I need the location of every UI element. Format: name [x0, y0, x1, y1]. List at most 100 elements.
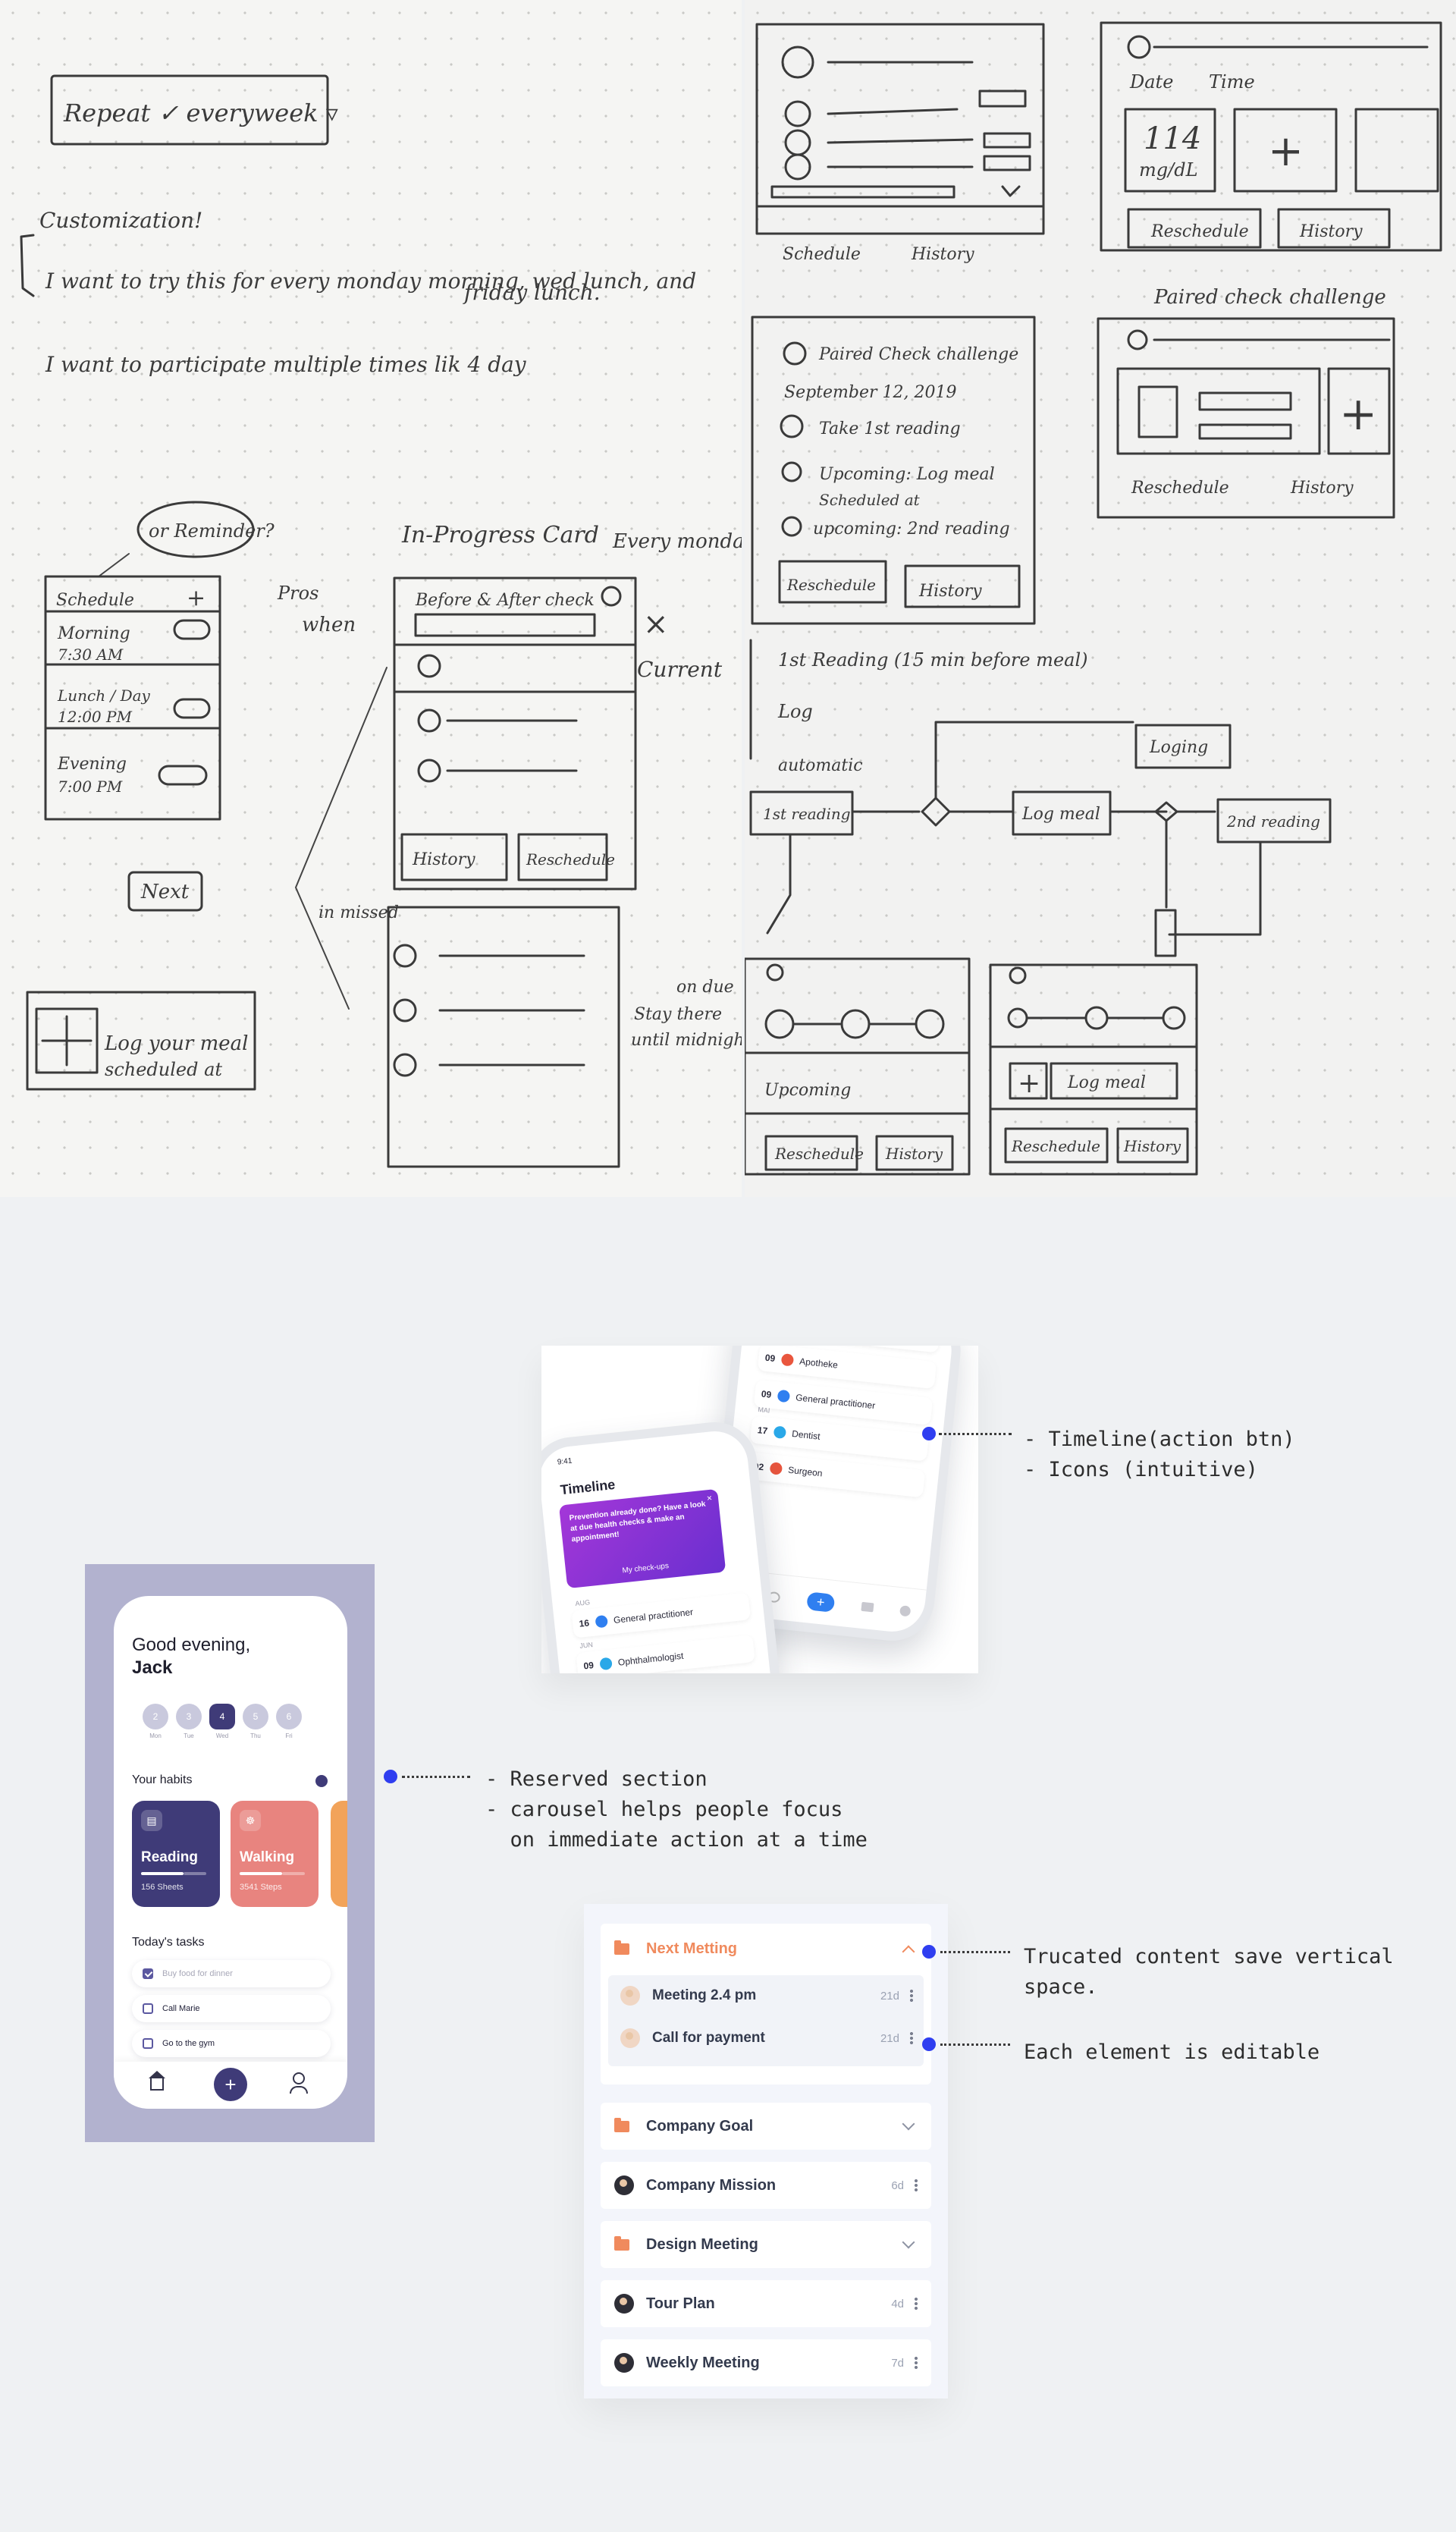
kebab-icon[interactable] [915, 2297, 918, 2311]
task-checkbox[interactable] [143, 2038, 153, 2049]
sketch-history-4: History [1290, 479, 1354, 498]
close-icon[interactable]: × [706, 1492, 713, 1504]
row-label: General practitioner [613, 1607, 694, 1626]
habit-name: Reading [141, 1849, 198, 1865]
meetings-annotation-dot-1 [922, 1945, 936, 1959]
sketch-upcoming-reading: upcoming: 2nd reading [813, 520, 1010, 539]
habits-annotation-leader [402, 1776, 470, 1778]
habits-note-3: on immediate action at a time [485, 1828, 868, 1852]
specialty-icon [777, 1389, 791, 1403]
habits-tabbar: + [114, 2062, 347, 2109]
month-label: MAI [757, 1406, 770, 1415]
month-label: JUN [579, 1641, 594, 1650]
add-action-button[interactable]: + [806, 1591, 836, 1613]
habits-more-icon[interactable] [315, 1775, 328, 1787]
task-item[interactable]: Call Marie [132, 1995, 331, 2022]
specialty-icon [595, 1614, 609, 1629]
habit-card-peek[interactable] [331, 1801, 347, 1907]
kebab-icon[interactable] [910, 1989, 913, 2003]
sketch-stay-there: Stay there [634, 1005, 722, 1024]
promo-card[interactable]: Prevention already done? Have a look at … [558, 1488, 726, 1589]
row-day: 16 [578, 1617, 590, 1629]
chevron-down-icon[interactable] [902, 2117, 915, 2131]
task-checkbox[interactable] [143, 1968, 153, 1979]
sketch-plus-icon-2: + [1339, 388, 1377, 441]
greeting-text: Good evening, [132, 1635, 251, 1655]
task-label: Call Marie [162, 2004, 200, 2013]
next-meeting-header[interactable]: Next Metting [614, 1940, 918, 1958]
day-label: Mon [149, 1733, 162, 1739]
sub-row-meeting[interactable]: Meeting 2.4 pm 21d [620, 1986, 913, 2006]
habit-card-reading[interactable]: ▤ Reading 156 Sheets [132, 1801, 220, 1907]
sketch-multi-line: I want to participate multiple times lik… [45, 352, 527, 377]
sketch-reschedule-4: Reschedule [1131, 479, 1229, 498]
folder-icon [614, 2235, 629, 2251]
habit-progress [141, 1872, 184, 1875]
chevron-down-icon[interactable] [902, 2235, 915, 2249]
meeting-label: Company Goal [646, 2117, 754, 2135]
meeting-row-design-meeting[interactable]: Design Meeting [601, 2221, 931, 2268]
sketch-when: when [302, 614, 356, 636]
task-checkbox[interactable] [143, 2003, 153, 2014]
kebab-icon[interactable] [915, 2356, 918, 2370]
day-number: 4 [209, 1704, 235, 1729]
sketch-customization: Customization! [39, 208, 202, 233]
sketch-date: Date [1129, 71, 1173, 93]
task-item[interactable]: Buy food for dinner [132, 1960, 331, 1987]
sketch-history-tab: History [911, 245, 974, 264]
task-label: Buy food for dinner [162, 1969, 233, 1978]
timeline-row[interactable]: 16 General practitioner [571, 1592, 752, 1638]
task-item[interactable]: Go to the gym [132, 2030, 331, 2057]
home-icon[interactable] [150, 2078, 164, 2091]
sketch-reading-unit: mg/dL [1139, 159, 1198, 181]
sub-row-call[interactable]: Call for payment 21d [620, 2028, 913, 2048]
sketch-evening-time: 7:00 PM [58, 778, 123, 796]
sketch-morning: Morning [57, 624, 130, 643]
sketch-scheduled-at2: Scheduled at [819, 491, 921, 509]
chevron-up-icon[interactable] [902, 1945, 915, 1958]
day-label: Wed [215, 1733, 229, 1739]
kebab-icon[interactable] [915, 2179, 918, 2192]
habits-annotation-dot [384, 1770, 397, 1783]
book-icon: ▤ [141, 1810, 162, 1831]
sketch-in-missed: in missed [318, 903, 399, 922]
sketch-log: Log [777, 701, 813, 722]
sketch-right-paper: Schedule History Date Time 114 mg/dL + R… [745, 0, 1456, 1197]
meeting-label: Company Mission [646, 2176, 777, 2194]
meeting-row-company-goal[interactable]: Company Goal [601, 2103, 931, 2150]
promo-text: Prevention already done? Have a look at … [569, 1500, 707, 1544]
day-number: 5 [243, 1704, 268, 1729]
sketch-history-2: History [1299, 222, 1363, 241]
meetings-note-2: Each element is editable [1024, 2040, 1320, 2064]
habit-stat: 156 Sheets [141, 1883, 184, 1892]
add-habit-button[interactable]: + [214, 2068, 247, 2101]
meetings-note-1: Trucated content save vertical space. [1024, 1945, 1394, 1999]
sketch-every-monday: Every monday [612, 530, 742, 553]
sketch-log-meal-box: Log meal [1021, 805, 1100, 824]
specialty-icon [769, 1462, 783, 1475]
sketch-until-midnight: until midnight [631, 1031, 742, 1050]
folder-icon[interactable] [860, 1601, 874, 1612]
profile-icon[interactable] [293, 2072, 305, 2084]
row-label: Ophthalmologist [617, 1650, 684, 1668]
sketch-sept: September 12, 2019 [784, 383, 956, 402]
profile-icon[interactable] [899, 1604, 912, 1617]
meetings-card: Next Metting Meeting 2.4 pm 21d Call for… [584, 1904, 948, 2398]
sketch-reschedule: Reschedule [526, 850, 615, 869]
promo-button[interactable]: My check-ups [621, 1562, 670, 1575]
user-name: Jack [132, 1657, 173, 1678]
kebab-icon[interactable] [910, 2031, 913, 2045]
sketch-loging: Loging [1149, 738, 1208, 757]
